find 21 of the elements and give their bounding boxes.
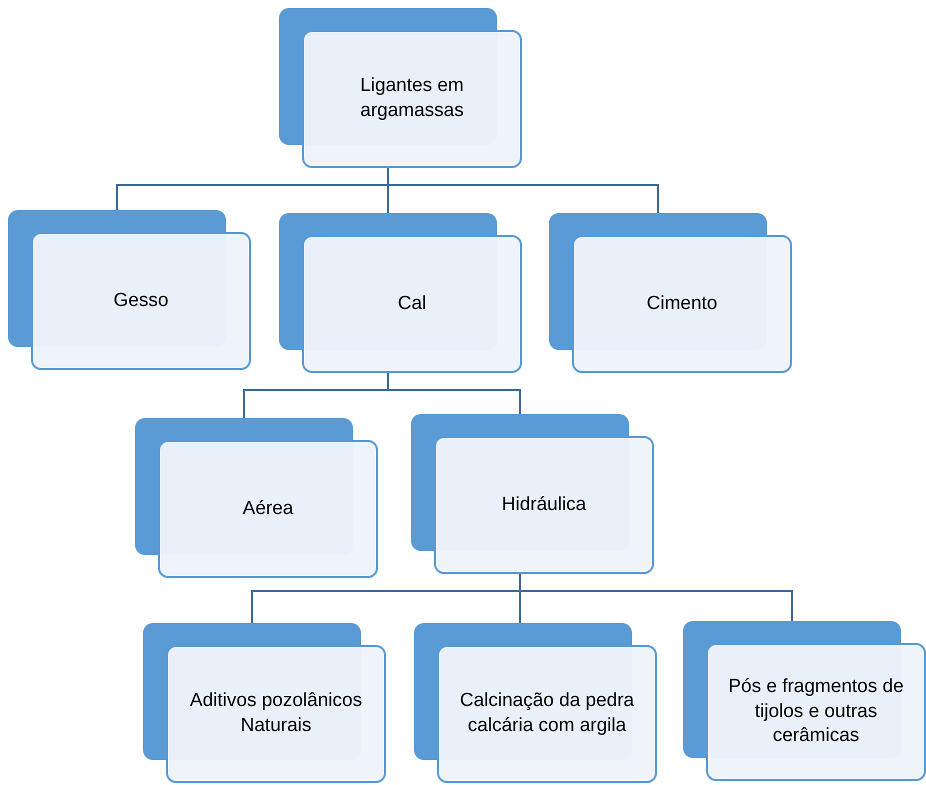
node-label: Cimento — [646, 292, 718, 316]
stacked-box — [279, 213, 520, 372]
node-label: Calcinação da pedra calcária com argila — [458, 689, 636, 738]
node-label: Aditivos pozolânicos Naturais — [188, 689, 364, 738]
stacked-box — [411, 414, 652, 573]
connector-line — [387, 373, 521, 414]
stacked-box — [279, 8, 520, 167]
node-label: Pós e fragmentos de tijolos e outras cerâmicas — [727, 674, 905, 748]
node-label: Gesso — [114, 288, 168, 313]
stacked-box — [135, 418, 376, 577]
connector-line — [387, 168, 659, 213]
stacked-box — [683, 621, 924, 780]
node-label: Aérea — [242, 496, 294, 521]
stacked-box — [549, 213, 790, 372]
node-label: Ligantes em argamassas — [359, 74, 465, 123]
stacked-box — [8, 210, 249, 369]
stacked-box — [414, 623, 655, 782]
node-label: Cal — [398, 292, 426, 316]
stacked-box — [143, 623, 384, 782]
connector-line — [519, 574, 793, 621]
node-label: Hidráulica — [502, 492, 586, 517]
